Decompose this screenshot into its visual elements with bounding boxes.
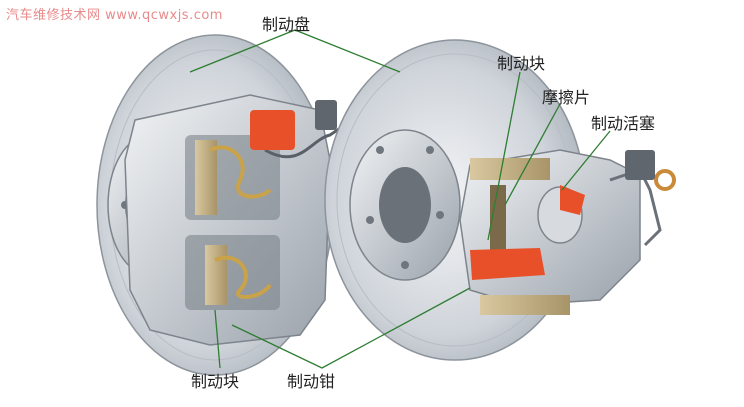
label-brake-piston: 制动活塞	[591, 114, 656, 133]
left-pad-lower	[205, 245, 227, 305]
leader-piston	[561, 130, 611, 191]
leader-pad-right	[487, 71, 521, 241]
leader-lines	[189, 29, 611, 369]
label-brake-pad-bottom: 制动块	[191, 372, 240, 391]
leader-caliper	[231, 287, 471, 369]
right-friction-plate	[490, 185, 506, 255]
label-friction-plate: 摩擦片	[542, 88, 591, 107]
label-brake-disc: 制动盘	[262, 15, 311, 34]
watermark-text: 汽车维修技术网 www.qcwxjs.com	[6, 8, 223, 23]
right-spring	[654, 169, 676, 191]
left-brake-line	[264, 123, 346, 159]
right-red-bracket	[470, 248, 545, 280]
leader-friction	[504, 103, 561, 206]
label-brake-pad-right: 制动块	[497, 54, 546, 73]
left-red-cap	[250, 110, 295, 150]
leader-disc	[189, 29, 401, 73]
label-brake-caliper: 制动钳	[287, 372, 336, 391]
leader-pad-bottom	[214, 309, 221, 369]
right-brake-assembly	[324, 39, 676, 361]
right-pad-lower	[480, 295, 570, 315]
left-pad-upper	[195, 140, 217, 215]
left-brake-assembly	[96, 34, 346, 376]
right-pad-upper	[470, 158, 550, 180]
